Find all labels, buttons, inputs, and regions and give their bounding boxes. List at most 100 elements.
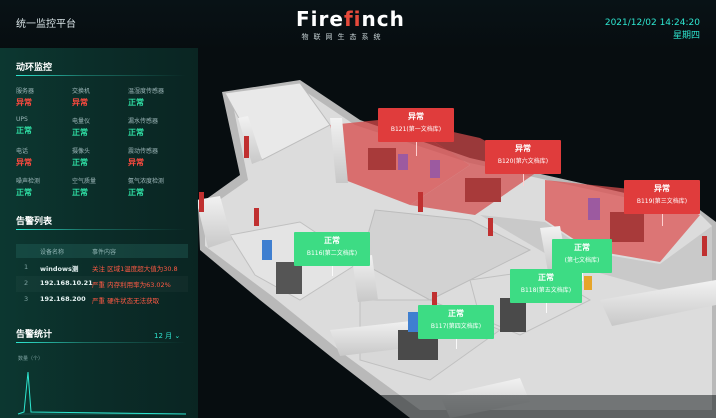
alarm-table-header: 设备名称 事件内容 [16,244,188,258]
env-item-status: 正常 [128,188,144,197]
door-5 [488,218,493,236]
chevron-down-icon: ⌄ [174,332,181,340]
env-item-label: 摄像头 [72,148,91,155]
door-1 [244,136,249,158]
env-item-status: 正常 [72,158,88,167]
racks-b116 [262,240,302,294]
logo-accent: fi [343,7,362,31]
door-7 [702,236,707,256]
firefinch-logo: Firefinch 物联网生态系统 [296,7,404,42]
room-b120-floor [400,120,540,215]
col-event: 事件内容 [92,249,117,256]
racks-b119 [588,198,644,242]
env-item-switch[interactable]: 交换机 异常 [72,86,132,108]
table-row[interactable]: 1 windows测 关注 区域1温度超大值为30.8 [24,263,178,273]
alarm-stats-chart [17,371,187,415]
env-monitor-title: 动环监控 [16,63,53,73]
env-item-ups[interactable]: UPS 正常 [16,116,76,136]
room-name: B117(第四文档库) [430,323,482,330]
wall-1 [238,116,262,164]
table-row[interactable]: 3 192.168.200 严重 硬件状态无法获取 [24,295,160,305]
env-item-status: 正常 [128,98,144,107]
racks-b121 [368,148,408,170]
section-divider [16,75,186,76]
room-name: B116(第二文档库) [306,250,358,257]
section-divider [16,229,186,230]
door-2 [199,192,204,212]
room-tag-b116[interactable]: 正常 B116(第二文档库) [294,232,370,276]
door-6 [432,292,437,308]
env-item-label: 噪声检测 [16,178,41,185]
env-item-status: 正常 [72,188,88,197]
platform-title: 统一监控平台 [16,19,76,30]
env-item-label: 震动传感器 [128,148,159,155]
room-status: 异常 [654,184,670,193]
env-item-label: 氨气浓度检测 [128,178,165,185]
env-item-label: 漏水传感器 [128,118,159,125]
env-item-status: 正常 [128,128,144,137]
chart-y-label: 数量（个） [18,356,44,362]
env-item-status: 异常 [16,98,32,107]
env-item-label: 电话 [16,148,29,155]
env-item-status: 正常 [16,126,32,135]
wall-3 [196,196,232,248]
logo-prefix: Fire [296,7,344,31]
env-item-noise[interactable]: 噪声检测 正常 [16,176,76,198]
room-status: 正常 [324,236,340,245]
date-time: 2021/12/02 14:24:20 [604,18,700,28]
room-tag-b118[interactable]: 正常 B118(第五文档库) [510,269,582,313]
env-item-status: 异常 [128,158,144,167]
wall-2 [330,118,348,183]
room-status: 正常 [538,273,554,282]
logo-suffix: nch [361,7,405,31]
alarm-list-title: 告警列表 [16,217,53,227]
env-item-camera[interactable]: 摄像头 正常 [72,146,132,168]
room-tag-b7[interactable]: 正常 (第七文档库) [552,239,612,281]
table-row[interactable]: 2 192.168.10.21 严重 内存利用率为63.02% [16,276,188,292]
env-item-label: UPS [16,116,28,123]
env-item-temp-sensor[interactable]: 温湿度传感器 正常 [128,86,188,108]
datetime-display: 2021/12/02 14:24:20 星期四 [605,17,700,43]
room-tag-b120[interactable]: 异常 B120(第六文档库) [485,140,561,186]
env-item-power-meter[interactable]: 电量仪 正常 [72,116,132,138]
env-item-phone[interactable]: 电话 异常 [16,146,76,168]
room-status: 异常 [515,144,531,153]
env-item-air-quality[interactable]: 空气质量 正常 [72,176,132,198]
env-item-label: 交换机 [72,88,91,95]
env-item-status: 异常 [16,158,32,167]
col-device: 设备名称 [40,249,65,256]
env-item-label: 电量仪 [72,118,91,125]
wall-7 [600,280,716,326]
env-item-status: 正常 [16,188,32,197]
room-status: 正常 [574,243,590,252]
env-item-status: 正常 [72,128,88,137]
floor-plan-3d [180,80,716,418]
env-item-label: 温湿度传感器 [128,88,165,95]
env-item-status: 异常 [72,98,88,107]
chart-series-line [17,371,187,415]
top-header: 统一监控平台 Firefinch 物联网生态系统 2021/12/02 14:2… [0,0,716,50]
env-item-leak-sensor[interactable]: 漏水传感器 正常 [128,116,188,138]
env-item-vibration-sensor[interactable]: 震动传感器 异常 [128,146,188,168]
door-4 [418,192,423,212]
env-item-ammonia[interactable]: 氨气浓度检测 正常 [128,176,188,198]
room-tag-b117[interactable]: 正常 B117(第四文档库) [418,305,494,349]
room-name: B118(第五文档库) [520,287,572,294]
room-name: B121(第一文档库) [390,126,442,133]
racks-b118 [500,276,592,332]
env-item-server[interactable]: 服务器 异常 [16,86,76,108]
weekday: 星期四 [672,31,700,41]
room-tag-b119[interactable]: 异常 B119(第三文档库) [624,180,700,226]
left-sidebar [0,48,198,418]
month-label: 12 月 [154,332,173,340]
logo-subtitle: 物联网生态系统 [301,33,386,41]
room-name: B119(第三文档库) [636,198,688,205]
door-3 [254,208,259,226]
section-divider [16,342,186,343]
room-name: B120(第六文档库) [497,158,549,165]
room-status: 异常 [408,112,424,121]
racks-b120 [430,160,501,202]
room-tag-b121[interactable]: 异常 B121(第一文档库) [378,108,454,156]
room-status: 正常 [448,309,464,318]
month-selector[interactable]: 12 月 ⌄ [154,331,180,341]
